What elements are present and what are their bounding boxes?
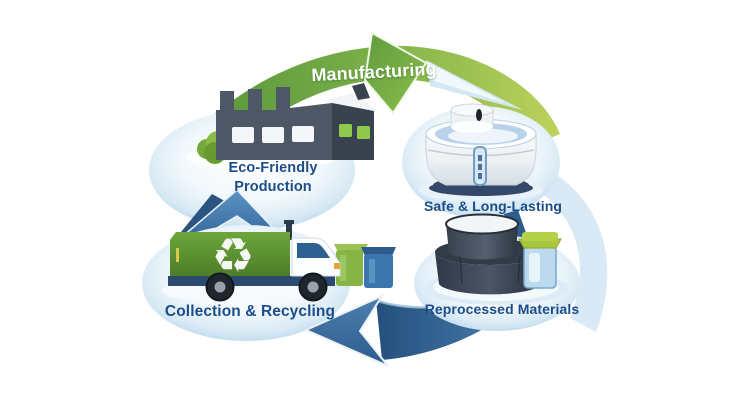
jar-icon <box>518 232 562 289</box>
motion-streak-icon <box>426 60 523 110</box>
appliance-icon <box>425 103 537 196</box>
safe-long-lasting-label: Safe & Long-Lasting <box>423 198 562 214</box>
collection-recycling-label: Collection & Recycling <box>164 303 336 320</box>
manufacturing-arrowhead <box>363 31 428 115</box>
materials-icon <box>435 213 562 295</box>
side-flow-band <box>540 172 608 332</box>
waste-bins-icon <box>334 244 396 288</box>
reprocessed-materials-label: Reprocessed Materials <box>424 301 580 317</box>
eco-production-label-line2: Production <box>234 179 312 195</box>
eco-production-label-line1: Eco-Friendly <box>228 160 318 176</box>
factory-icon <box>197 83 378 164</box>
green-cycle-arrow <box>168 31 560 174</box>
recycling-truck-icon: ♻ <box>168 220 396 302</box>
eco-production-label: Eco-Friendly Production <box>193 159 353 197</box>
